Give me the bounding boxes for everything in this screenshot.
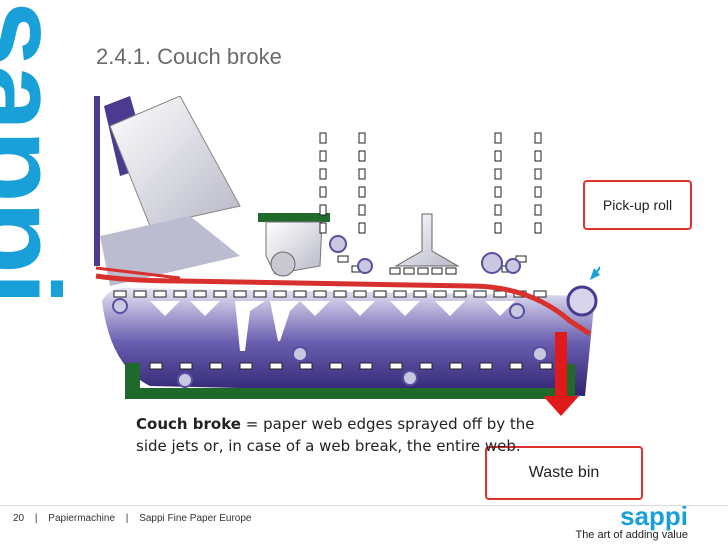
caption-definition: = paper web edges sprayed off by the sid… (136, 415, 535, 455)
caption: Couch broke = paper web edges sprayed of… (136, 413, 556, 457)
forming-board (100, 216, 240, 286)
pickup-pointer-arrowhead (590, 268, 600, 280)
left-frame (94, 96, 100, 266)
logo-tagline: The art of adding value (575, 529, 688, 541)
footer-section: Papiermachine (48, 513, 116, 524)
footer-company: Sappi Fine Paper Europe (139, 513, 252, 524)
wire-section (102, 287, 595, 396)
headbox (109, 96, 241, 227)
footer-items: 20 | Papiermachine | Sappi Fine Paper Eu… (13, 513, 259, 524)
couch-roll (270, 251, 296, 277)
pickup-roll-icon (566, 285, 598, 317)
footer-separator: | (125, 513, 129, 524)
wire-dashes (113, 132, 553, 370)
waste-bin-label: Waste bin (485, 446, 643, 500)
waste-arrow-head (543, 396, 579, 416)
waste-arrow-shaft (555, 332, 567, 398)
side-brand-watermark: sappi (0, 0, 84, 304)
caption-term: Couch broke (136, 415, 241, 433)
paper-web (95, 266, 592, 337)
page-number: 20 (13, 513, 25, 524)
logo-name: sappi (620, 501, 688, 531)
lower-felt-frame (125, 363, 575, 399)
center-hood (394, 213, 460, 267)
footer-divider (0, 505, 728, 506)
pickup-roll-label: Pick-up roll (583, 180, 692, 230)
page-title: 2.4.1. Couch broke (96, 44, 282, 69)
footer: 20 | Papiermachine | Sappi Fine Paper Eu… (0, 505, 728, 546)
rolls (112, 235, 548, 388)
suction-box-frame (258, 213, 330, 222)
vacuum-boxes (150, 301, 515, 351)
footer-separator: | (34, 513, 38, 524)
couch-broke-diagram (94, 96, 600, 416)
sappi-logo: sappi The art of adding value (575, 501, 688, 541)
pickup-pointer-line (594, 265, 600, 275)
